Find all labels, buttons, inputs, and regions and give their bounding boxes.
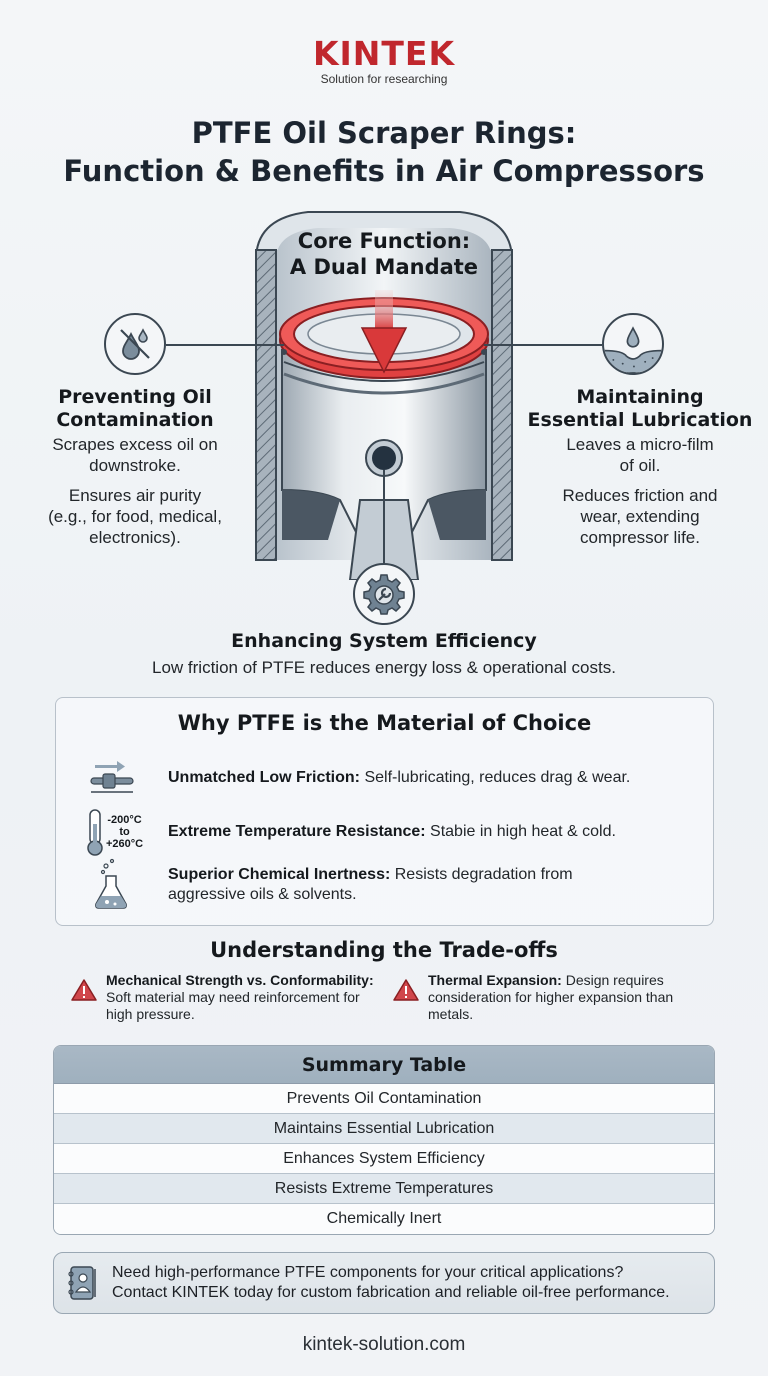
thermometer-icon: -200°C to +260°C (56, 808, 168, 856)
warning-icon (393, 979, 419, 1001)
tradeoff-label: Mechanical Strength vs. Conformability: (106, 972, 374, 988)
title-line-1: PTFE Oil Scraper Rings: (191, 116, 577, 150)
cta-line-2: Contact KINTEK today for custom fabricat… (112, 1284, 670, 1301)
section-title: Why PTFE is the Material of Choice (177, 711, 592, 735)
tradeoff-mechanical-strength: Mechanical Strength vs. Conformability: … (70, 972, 374, 1023)
table-row: Resists Extreme Temperatures (54, 1174, 714, 1204)
temp-low: -200°C (107, 814, 142, 826)
tradeoff-label: Thermal Expansion: (428, 972, 562, 988)
feature-title: Preventing Oil (58, 386, 212, 408)
feature-text: of oil. (619, 456, 661, 475)
feature-text: Leaves a micro-film (566, 435, 714, 454)
table-row: Prevents Oil Contamination (54, 1084, 714, 1114)
title-line-2: Function & Benefits in Air Compressors (63, 154, 705, 188)
left-connector-line (166, 344, 284, 346)
contact-book-icon (68, 1266, 96, 1300)
feature-text: Ensures air purity (68, 486, 202, 505)
table-row: Enhances System Efficiency (54, 1144, 714, 1174)
tradeoff-text: high pressure. (106, 1006, 195, 1022)
table-row: Chemically Inert (54, 1204, 714, 1234)
tradeoff-text: metals. (428, 1006, 474, 1022)
summary-table-header: Summary Table (54, 1046, 714, 1084)
temp-to: to (119, 826, 130, 838)
cta-line-1: Need high-performance PTFE components fo… (112, 1264, 624, 1281)
feature-text: Low friction of PTFE reduces energy loss… (152, 658, 616, 677)
summary-table: Summary Table Prevents Oil Contamination… (53, 1045, 715, 1235)
brand-logo: KINTEK Solution for researching (0, 34, 768, 87)
feature-title: Essential Lubrication (527, 409, 753, 431)
why-label: Unmatched Low Friction: (168, 769, 360, 786)
feature-text: compressor life. (580, 528, 700, 547)
tradeoff-text: consideration for higher expansion than (428, 989, 674, 1005)
feature-text: Scrapes excess oil on (52, 435, 218, 454)
warning-icon (71, 979, 97, 1001)
tradeoff-text: Soft material may need reinforcement for (106, 989, 360, 1005)
why-item-temperature: -200°C to +260°C Extreme Temperature Res… (56, 808, 616, 856)
why-text: Stabie in high heat & cold. (425, 823, 616, 840)
core-line-1: Core Function: (297, 229, 471, 253)
why-text: Resists degradation from (390, 866, 573, 883)
tradeoff-text: Design requires (561, 972, 664, 988)
why-text: aggressive oils & solvents. (168, 886, 357, 903)
footer-url-link[interactable]: kintek-solution.com (302, 1334, 466, 1355)
feature-text: downstroke. (89, 456, 181, 475)
feature-text: Reduces friction and (562, 486, 718, 505)
why-ptfe-section: Why PTFE is the Material of Choice Unmat… (55, 697, 714, 926)
page-title: PTFE Oil Scraper Rings: Function & Benef… (0, 114, 768, 190)
why-text: Self-lubricating, reduces drag & wear. (360, 769, 631, 786)
table-row: Maintains Essential Lubrication (54, 1114, 714, 1144)
logo-tagline: Solution for researching (320, 72, 448, 86)
core-function-label: Core Function: A Dual Mandate (248, 228, 520, 280)
gear-wrench-icon (353, 563, 415, 625)
temp-high: +260°C (106, 838, 144, 850)
feature-title: Enhancing System Efficiency (231, 630, 537, 652)
why-label: Superior Chemical Inertness: (168, 866, 391, 883)
low-friction-slider-icon (56, 760, 168, 796)
why-label: Extreme Temperature Resistance: (168, 823, 426, 840)
logo-wordmark: KINTEK (312, 34, 456, 73)
no-oil-drop-icon (104, 313, 166, 375)
why-item-chemical: Superior Chemical Inertness: Resists deg… (56, 858, 573, 912)
feature-text: (e.g., for food, medical, (48, 507, 222, 526)
core-line-2: A Dual Mandate (289, 255, 479, 279)
why-item-low-friction: Unmatched Low Friction: Self-lubricating… (56, 760, 630, 796)
piston-cylinder-illustration (254, 211, 514, 580)
tradeoff-thermal-expansion: Thermal Expansion: Design requires consi… (392, 972, 673, 1023)
oil-film-drop-icon (602, 313, 664, 375)
feature-title: Contamination (56, 409, 214, 431)
feature-title: Maintaining (576, 386, 704, 408)
feature-system-efficiency: Enhancing System Efficiency Low friction… (0, 630, 768, 678)
right-connector-line (484, 344, 602, 346)
flask-icon (56, 858, 168, 912)
feature-text: wear, extending (580, 507, 700, 526)
contact-cta-banner[interactable]: Need high-performance PTFE components fo… (53, 1252, 715, 1314)
tradeoffs-title: Understanding the Trade-offs (210, 938, 558, 962)
feature-preventing-contamination: Preventing Oil Contamination Scrapes exc… (30, 386, 240, 548)
feature-maintaining-lubrication: Maintaining Essential Lubrication Leaves… (525, 386, 755, 548)
feature-text: electronics). (89, 528, 181, 547)
